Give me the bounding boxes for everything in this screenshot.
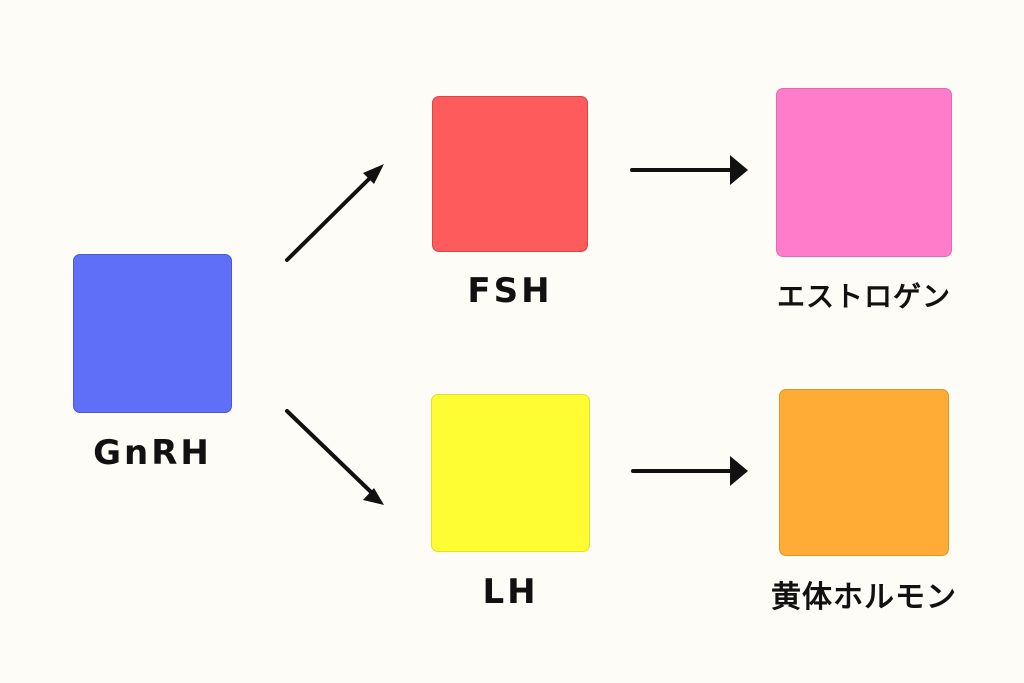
gnrh-node-label: GnRH xyxy=(93,433,212,473)
estrogen-node-label: エストロゲン xyxy=(776,280,951,313)
fsh-node-box xyxy=(432,96,588,252)
progesterone-node-box xyxy=(779,389,949,556)
gnrh-node-box xyxy=(73,254,232,413)
lh-node-label: LH xyxy=(482,572,539,612)
arrow-gnrh-to-fsh xyxy=(285,164,384,262)
arrow-fsh-to-estrogen xyxy=(630,155,748,185)
estrogen-node-box xyxy=(776,88,952,257)
fsh-node-label: FSH xyxy=(467,271,553,311)
arrow-lh-to-progesterone xyxy=(631,456,748,486)
progesterone-node-label: 黄体ホルモン xyxy=(771,580,957,615)
lh-node-box xyxy=(431,394,590,552)
arrow-gnrh-to-lh xyxy=(285,409,384,505)
